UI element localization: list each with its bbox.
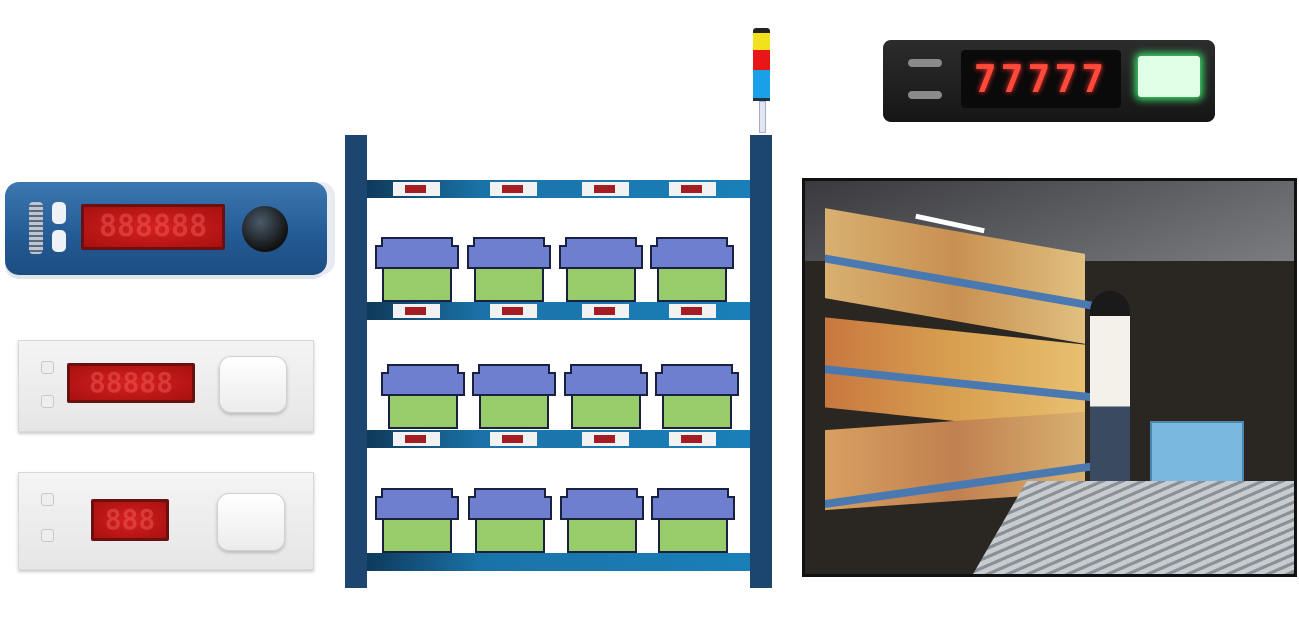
shelf-light-tag <box>582 432 629 446</box>
storage-bin <box>381 364 465 429</box>
dark-pick-to-light-device: 77777 <box>883 40 1215 122</box>
bin-lid <box>559 237 643 269</box>
scroll-wheel <box>29 202 43 254</box>
led-display: 888 <box>91 499 169 541</box>
bin-lid <box>655 364 739 396</box>
led-display: 77777 <box>961 50 1121 108</box>
bin-body <box>566 269 636 302</box>
shelf-light-tag <box>490 432 537 446</box>
bin-lid <box>651 488 735 520</box>
storage-bin <box>472 364 556 429</box>
bin-lid <box>467 237 551 269</box>
shelf-beam <box>367 302 750 320</box>
shelf-beam <box>367 430 750 448</box>
bin-lid <box>381 364 465 396</box>
led-display: 888888 <box>81 204 225 250</box>
shelf-light-tag <box>582 182 629 196</box>
shelf-light-tag <box>393 432 440 446</box>
bin-body <box>658 520 728 553</box>
bin-lid <box>560 488 644 520</box>
bin-body <box>479 396 549 429</box>
bin-body <box>382 520 452 553</box>
shelf-beam <box>367 553 750 571</box>
shelf-light-tag <box>490 304 537 318</box>
bin-lid <box>472 364 556 396</box>
warehouse-photo <box>802 178 1297 577</box>
storage-bin <box>375 488 459 553</box>
storage-bin <box>468 488 552 553</box>
red-light <box>753 50 770 70</box>
storage-bin <box>560 488 644 553</box>
shelf-light-tag <box>669 182 716 196</box>
bin-body <box>662 396 732 429</box>
indicator-led <box>41 361 54 374</box>
bin-lid <box>375 488 459 520</box>
bin-body <box>475 520 545 553</box>
yellow-light <box>753 33 770 50</box>
bin-body <box>474 269 544 302</box>
shelf-light-tag <box>393 304 440 318</box>
bin-lid <box>564 364 648 396</box>
shelf-light-tag <box>490 182 537 196</box>
tower-pole <box>759 101 766 133</box>
bin-body <box>382 269 452 302</box>
bin-body <box>388 396 458 429</box>
storage-bin <box>559 237 643 302</box>
worker <box>1090 291 1130 501</box>
indicator-led <box>41 395 54 408</box>
blue-pick-to-light-device: 888888 <box>5 182 327 275</box>
bin-lid <box>650 237 734 269</box>
confirm-button[interactable] <box>217 493 285 551</box>
blue-light <box>753 70 770 101</box>
function-button[interactable] <box>908 59 942 67</box>
led-display: 88888 <box>67 363 195 403</box>
storage-bin <box>375 237 459 302</box>
rack-post-right <box>750 135 772 588</box>
storage-bin <box>564 364 648 429</box>
storage-bin <box>650 237 734 302</box>
tower-cap <box>753 28 770 33</box>
tower-light <box>753 28 770 133</box>
shelf-light-tag <box>669 432 716 446</box>
white-pick-to-light-device-3digit: 888 <box>18 472 314 570</box>
storage-bin <box>467 237 551 302</box>
function-button[interactable] <box>908 91 942 99</box>
bin-lid <box>375 237 459 269</box>
storage-bin <box>655 364 739 429</box>
confirm-button[interactable] <box>242 206 288 252</box>
green-confirm-button[interactable] <box>1138 56 1200 97</box>
down-button[interactable] <box>52 230 66 252</box>
indicator-led <box>41 529 54 542</box>
rack-post-left <box>345 135 367 588</box>
bin-body <box>567 520 637 553</box>
confirm-button[interactable] <box>219 356 287 413</box>
shelf-light-tag <box>669 304 716 318</box>
indicator-led <box>41 493 54 506</box>
bin-body <box>571 396 641 429</box>
shelf-light-tag <box>393 182 440 196</box>
storage-bin <box>651 488 735 553</box>
bin-body <box>657 269 727 302</box>
shelf-beam <box>367 180 750 198</box>
shelf-light-tag <box>582 304 629 318</box>
up-button[interactable] <box>52 202 66 224</box>
white-pick-to-light-device-5digit: 88888 <box>18 340 314 432</box>
bin-lid <box>468 488 552 520</box>
